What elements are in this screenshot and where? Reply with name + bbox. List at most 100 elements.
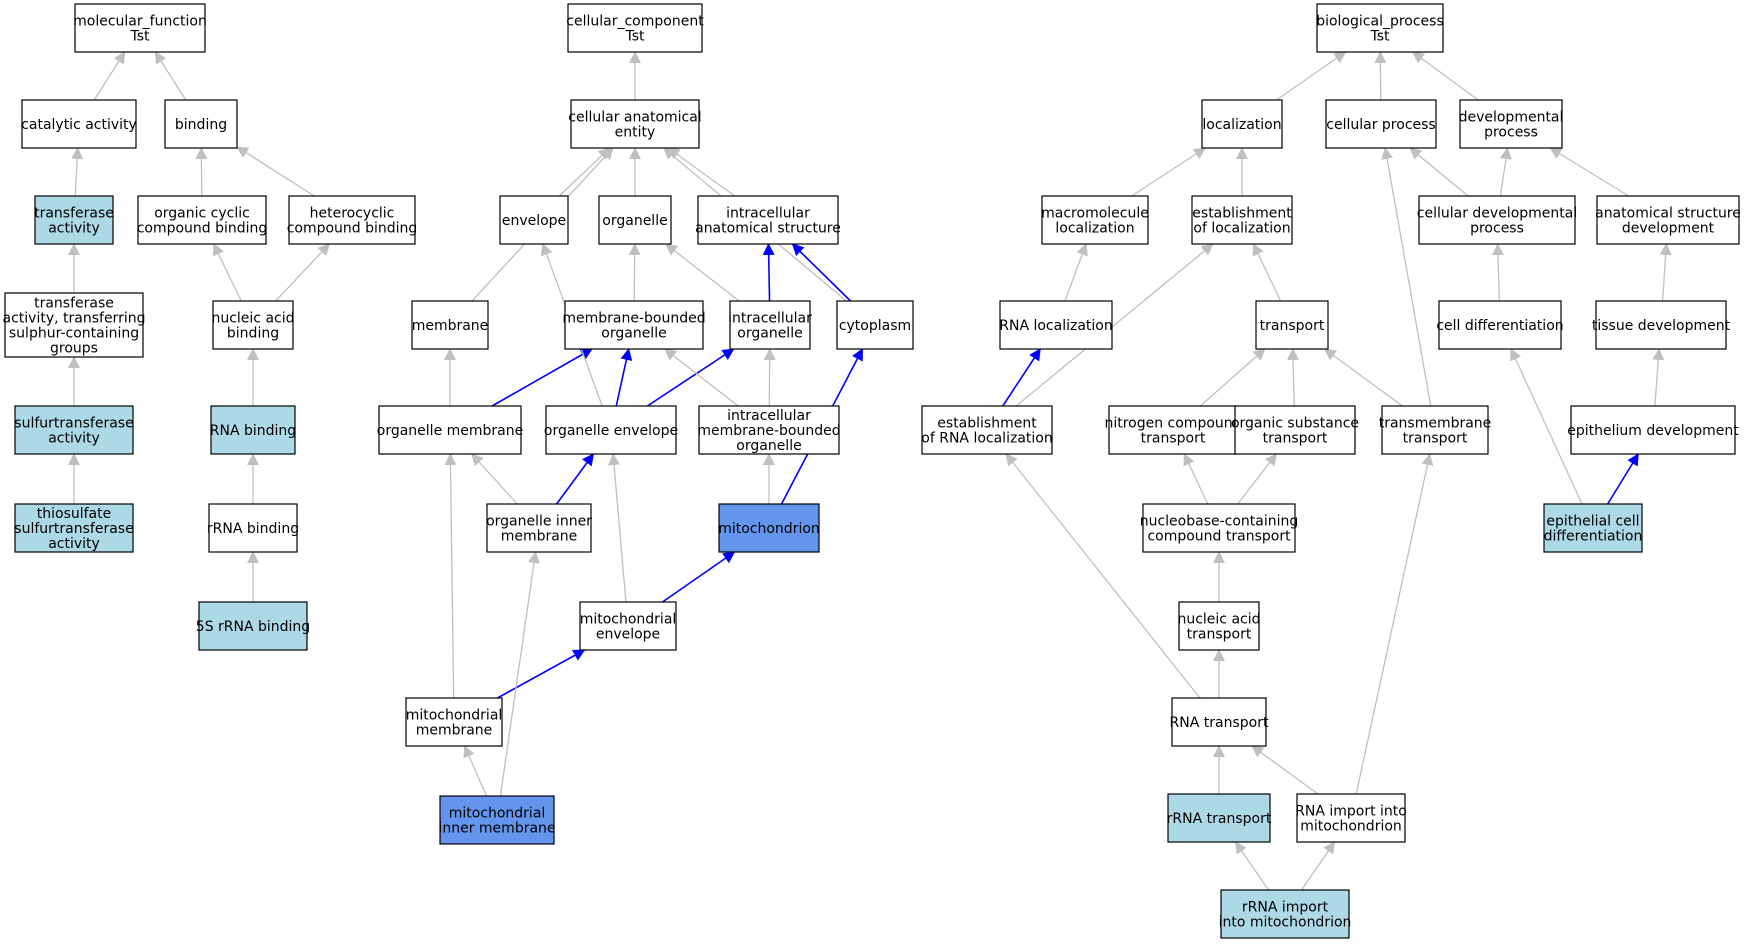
term-node-rnal[interactable]: RNA localization [999,300,1113,350]
edge-ecd-to-ed [1607,453,1639,505]
term-box [1178,601,1260,651]
term-label: epithelium development [1567,423,1739,439]
term-node-cd[interactable]: cell differentiation [1436,300,1564,350]
edge-rrim-to-rim [1300,841,1336,891]
term-label: membrane [412,318,489,334]
term-box [210,405,296,455]
term-node-tr[interactable]: transport [1255,300,1329,350]
term-node-rnab[interactable]: RNA binding [210,405,296,455]
term-node-rnat[interactable]: RNA transport [1170,697,1269,747]
edge-cyto-to-ias [791,243,852,302]
term-box [1191,195,1293,245]
term-node-oe[interactable]: organelle envelope [544,405,678,455]
term-node-env[interactable]: envelope [499,195,569,245]
term-node-mito[interactable]: mitochondrion [718,503,820,553]
term-label: organelle envelope [544,423,678,439]
edge-cat-to-mf [93,51,126,101]
term-node-loc[interactable]: localization [1201,99,1283,149]
edge-mim-to-mmem [463,745,488,797]
term-label: RNA transport [1170,715,1269,731]
term-box [564,300,704,350]
term-node-cat[interactable]: catalytic activity [21,99,137,149]
edge-nab-to-ocb [213,243,242,302]
term-node-ed[interactable]: epithelium development [1567,405,1739,455]
term-box [288,195,416,245]
edge-oe-to-mbo [615,348,633,407]
term-node-rrnab[interactable]: rRNA binding [207,503,299,553]
edge-imbo-to-mbo [664,348,739,407]
term-box [1142,503,1296,553]
term-node-cyto[interactable]: cytoplasm [836,300,914,350]
edge-bind-to-mf [154,51,187,101]
edge-ecd-to-cd [1510,348,1583,505]
term-node-5s[interactable]: 5S rRNA binding [196,601,310,651]
edge-loc-to-bp [1276,51,1347,101]
term-label: organelle membrane [377,423,523,439]
term-box [1108,405,1238,455]
term-box [208,503,298,553]
term-box [697,195,839,245]
term-label: rRNA transport [1167,811,1272,827]
term-node-rrnat[interactable]: rRNA transport [1167,793,1272,843]
term-box [198,601,308,651]
term-box [212,300,294,350]
term-node-mem[interactable]: membrane [411,300,489,350]
term-box [1041,195,1149,245]
edge-mml-to-loc [1131,147,1207,197]
term-node-td[interactable]: tissue development [1592,300,1731,350]
term-node-bind[interactable]: binding [164,99,238,149]
term-node-om[interactable]: organelle membrane [377,405,523,455]
edge-rim-to-rnat [1251,745,1319,795]
term-label: RNA localization [999,318,1112,334]
term-node-org[interactable]: organelle [598,195,672,245]
term-label: catalytic activity [21,117,137,133]
term-node-cp[interactable]: cellular process [1325,99,1437,149]
term-label: organelle [602,213,667,229]
term-box [1459,99,1563,149]
term-box [545,405,677,455]
